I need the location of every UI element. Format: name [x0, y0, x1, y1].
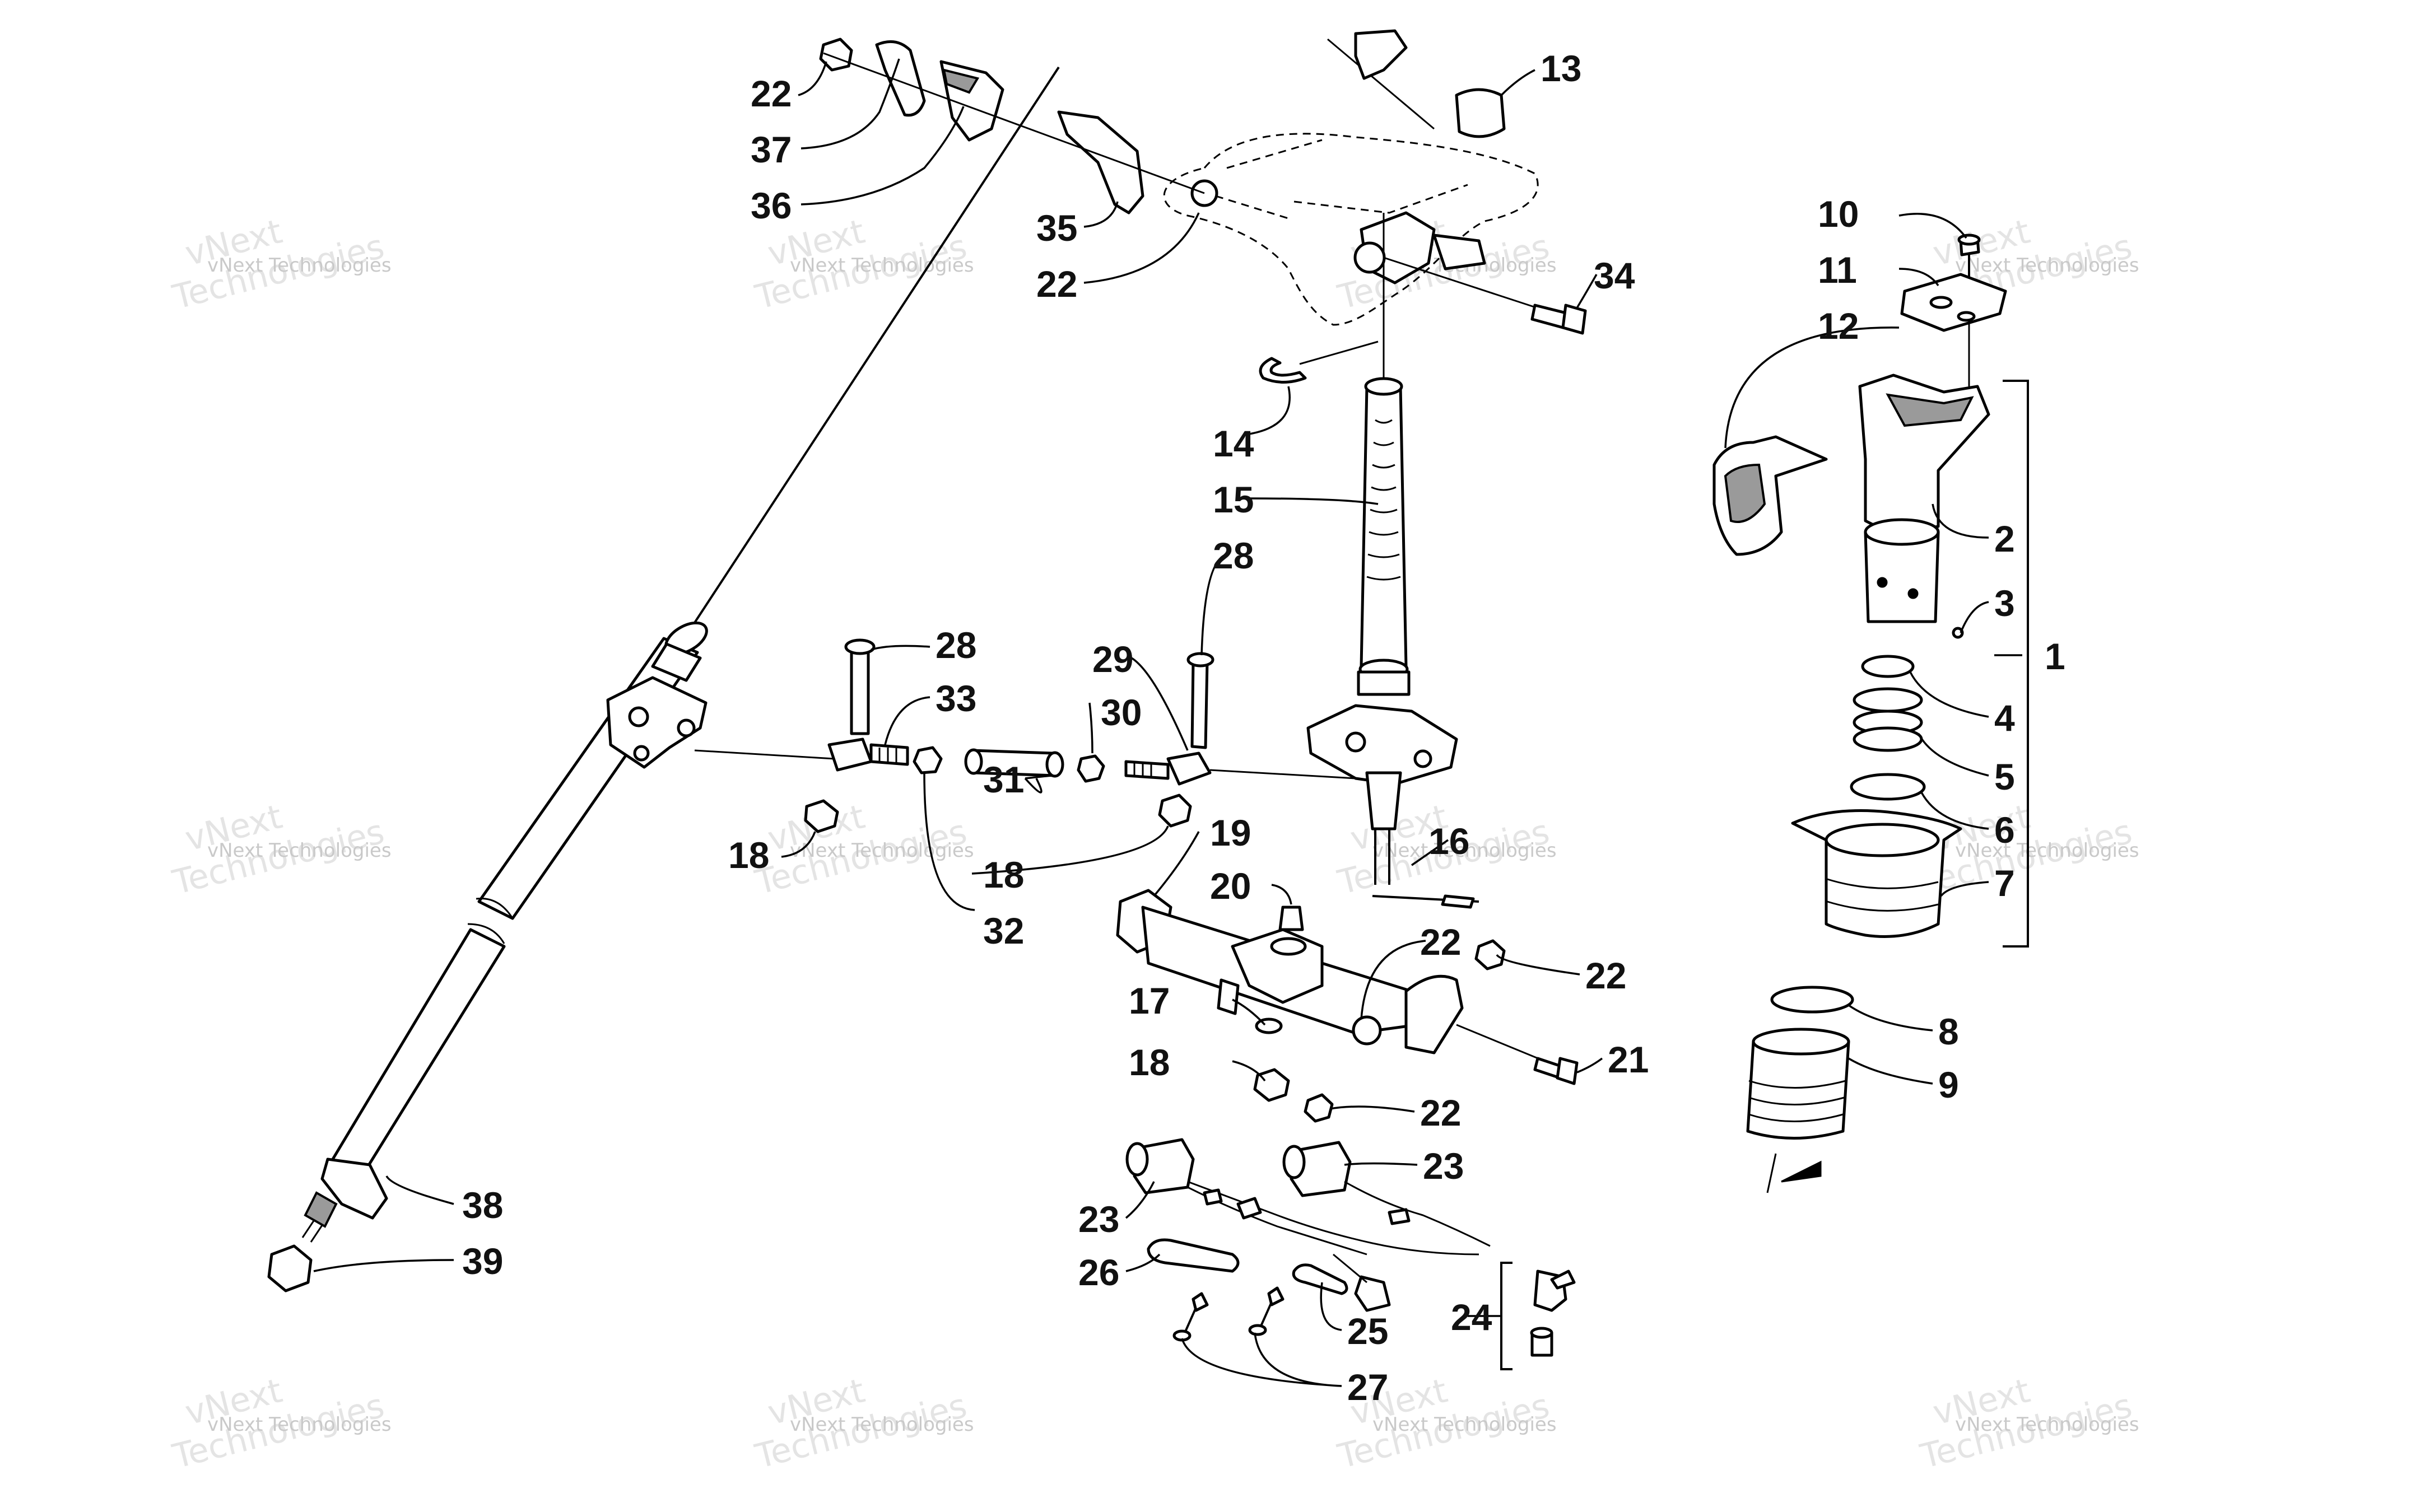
- callout-39: 39: [462, 1240, 503, 1282]
- callout-18-left: 18: [728, 834, 769, 876]
- callout-23-right: 23: [1423, 1145, 1464, 1187]
- callout-7: 7: [1994, 862, 2015, 904]
- callout-15: 15: [1213, 479, 1254, 520]
- strap-26: [1147, 1238, 1240, 1273]
- callout-37: 37: [751, 129, 792, 170]
- watermark-small-line: vNext Technologies: [1955, 839, 2139, 862]
- callout-17: 17: [1129, 980, 1170, 1021]
- callout-22-low: 22: [1420, 1092, 1461, 1133]
- callout-22-nut: 22: [1585, 955, 1626, 996]
- bolt-34: [1383, 256, 1587, 335]
- watermark-tile: vNext Technologies vNext Technologies: [169, 212, 392, 317]
- cap-13: [1455, 88, 1506, 138]
- callout-18-low: 18: [1129, 1042, 1170, 1083]
- watermark-tile: vNext Technologies vNext Technologies: [169, 1371, 392, 1476]
- strap-25: [1292, 1263, 1348, 1295]
- callout-29: 29: [1092, 638, 1133, 680]
- nut-22-nut: [1474, 939, 1506, 970]
- bolt-21: [1456, 1024, 1579, 1085]
- watermark-tile: vNext Technologies vNext Technologies: [1916, 1371, 2139, 1476]
- watermark-small-line: vNext Technologies: [207, 1413, 392, 1436]
- callout-10: 10: [1818, 193, 1859, 235]
- clip-14: [1259, 357, 1307, 384]
- callout-1: 1: [2045, 636, 2065, 677]
- steering-tube-38: [301, 66, 1060, 1243]
- callout-35: 35: [1036, 207, 1077, 249]
- nut-22-top: [819, 38, 853, 72]
- watermark-small-line: vNext Technologies: [1955, 1413, 2139, 1436]
- screws-27: [1172, 1286, 1285, 1342]
- sensor-assembly-23: [1125, 1093, 1491, 1312]
- callout-labels: 22 37 36 35 22 13 34 14 15 28 33 28 29 3…: [462, 48, 2065, 1408]
- callout-8: 8: [1938, 1011, 1959, 1052]
- bushing-20: [1278, 906, 1304, 931]
- callout-36: 36: [751, 185, 792, 226]
- tie-rod-assembly: [694, 638, 1356, 833]
- arm-37: [875, 40, 926, 117]
- watermark-small-line: vNext Technologies: [790, 839, 974, 862]
- watermark-tile: vNext Technologies vNext Technologies: [169, 797, 392, 902]
- watermark-small-line: vNext Technologies: [790, 254, 974, 277]
- watermark-tile: vNext Technologies vNext Technologies: [751, 1371, 974, 1476]
- callout-11: 11: [1818, 249, 1857, 291]
- callout-38: 38: [462, 1184, 503, 1226]
- callout-5: 5: [1994, 756, 2015, 797]
- handlebar-assembly: [1163, 38, 1539, 326]
- callout-28-left: 28: [936, 624, 976, 666]
- callout-33: 33: [936, 678, 976, 719]
- callout-28-right: 28: [1213, 535, 1254, 576]
- watermark-small-line: vNext Technologies: [207, 839, 392, 862]
- connector-set-24: [1500, 1262, 1576, 1370]
- callout-27: 27: [1347, 1366, 1388, 1408]
- riser-assembly: [1712, 234, 2029, 1193]
- callout-13: 13: [1541, 48, 1581, 89]
- callout-4: 4: [1994, 697, 2015, 739]
- callout-12: 12: [1818, 305, 1859, 347]
- callout-18-mid: 18: [983, 854, 1024, 895]
- callout-22-bar: 22: [1036, 263, 1077, 305]
- watermark-small-line: vNext Technologies: [207, 254, 392, 277]
- nut-39: [267, 1244, 313, 1292]
- callout-23-left: 23: [1078, 1198, 1119, 1240]
- callout-6: 6: [1994, 809, 2015, 851]
- callout-2: 2: [1994, 518, 2015, 559]
- callout-32: 32: [983, 910, 1024, 951]
- callout-30: 30: [1101, 692, 1142, 733]
- callout-31: 31: [983, 759, 1024, 800]
- pin-16: [1372, 894, 1479, 909]
- watermark-tile: vNext Technologies vNext Technologies: [751, 212, 974, 317]
- watermark-small-line: vNext Technologies: [1372, 1413, 1557, 1436]
- callout-19: 19: [1210, 812, 1251, 853]
- callout-14: 14: [1213, 423, 1254, 464]
- lever-35: [1057, 110, 1144, 214]
- leader-lines: [313, 58, 2022, 1387]
- callout-22-arm: 22: [1420, 921, 1461, 963]
- callout-3: 3: [1994, 582, 2015, 624]
- callout-34: 34: [1594, 255, 1635, 296]
- callout-16: 16: [1428, 820, 1469, 862]
- callout-21: 21: [1608, 1039, 1649, 1080]
- callout-26: 26: [1078, 1252, 1119, 1293]
- watermark-tile: vNext Technologies vNext Technologies: [751, 797, 974, 902]
- callout-22-top: 22: [751, 73, 792, 114]
- watermark-small-line: vNext Technologies: [790, 1413, 974, 1436]
- clamp-13-upper: [1354, 29, 1408, 80]
- steering-post-15: [1306, 213, 1458, 885]
- callout-24: 24: [1451, 1296, 1492, 1338]
- callout-20: 20: [1210, 865, 1251, 907]
- callout-25: 25: [1347, 1310, 1388, 1352]
- steering-arm-19: [1116, 889, 1464, 1054]
- callout-9: 9: [1938, 1064, 1959, 1105]
- watermark-small-line: vNext Technologies: [1372, 839, 1557, 862]
- watermark-small-line: vNext Technologies: [1955, 254, 2139, 277]
